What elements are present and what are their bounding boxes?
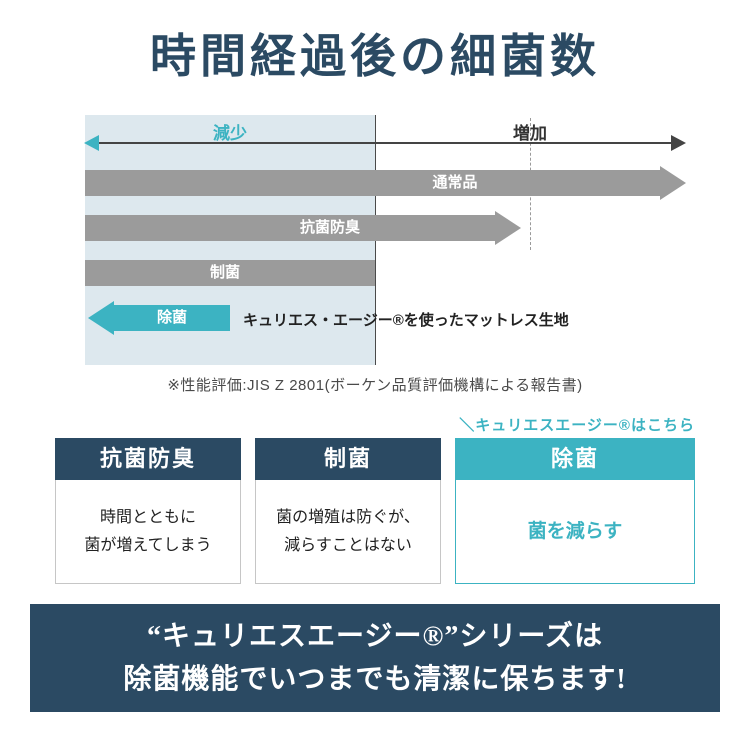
box-body-line: 減らすことはない — [284, 536, 412, 554]
box-body-line: 菌を減らす — [527, 520, 623, 542]
box-sterilization: 除菌 菌を減らす — [455, 438, 695, 584]
bar-arrowhead-icon — [495, 211, 521, 245]
box-header: 制菌 — [255, 438, 441, 480]
bar-arrowhead-icon — [660, 166, 686, 200]
bar-sterilization: 除菌 — [113, 305, 230, 331]
bar-normal-product: 通常品 — [85, 170, 660, 196]
box-header: 抗菌防臭 — [55, 438, 241, 480]
axis-arrowhead-left-icon — [84, 135, 99, 151]
banner-line-1: “キュリエスエージー®”シリーズは — [147, 620, 603, 652]
box-antibacterial: 抗菌防臭 時間とともに 菌が増えてしまう — [55, 438, 241, 584]
box-bacteriostatic: 制菌 菌の増殖は防ぐが、 減らすことはない — [255, 438, 441, 584]
bar-bacteriostatic: 制菌 — [85, 260, 375, 286]
axis-label-decrease: 減少 — [213, 124, 247, 143]
box-body: 菌を減らす — [455, 480, 695, 584]
axis-label-increase: 増加 — [513, 124, 547, 143]
box-body: 時間とともに 菌が増えてしまう — [55, 480, 241, 584]
axis-line — [97, 142, 673, 144]
evaluation-note: ※性能評価:JIS Z 2801(ボーケン品質評価機構による報告書) — [167, 377, 583, 394]
bar-label: 抗菌防臭 — [299, 219, 361, 236]
box-body-line: 時間とともに — [99, 508, 196, 526]
box-body-line: 菌の増殖は防ぐが、 — [276, 508, 420, 526]
teal-callout: ＼キュリエスエージー®はこちら — [459, 417, 695, 434]
bar-label: 制菌 — [209, 264, 241, 281]
bar-antibacterial: 抗菌防臭 — [85, 215, 495, 241]
product-note: キュリエス・エージー®を使ったマットレス生地 — [243, 312, 569, 329]
page-title: 時間経過後の細菌数 — [150, 31, 600, 82]
bar-arrowhead-left-icon — [88, 301, 114, 335]
box-body: 菌の増殖は防ぐが、 減らすことはない — [255, 480, 441, 584]
bar-label: 通常品 — [432, 174, 478, 191]
bar-label: 除菌 — [156, 309, 188, 326]
banner-line-2: 除菌機能でいつまでも清潔に保ちます! — [123, 664, 627, 695]
bottom-banner: “キュリエスエージー®”シリーズは 除菌機能でいつまでも清潔に保ちます! — [30, 604, 720, 712]
box-header: 除菌 — [455, 438, 695, 480]
box-body-line: 菌が増えてしまう — [84, 536, 212, 554]
axis-arrowhead-right-icon — [671, 135, 686, 151]
